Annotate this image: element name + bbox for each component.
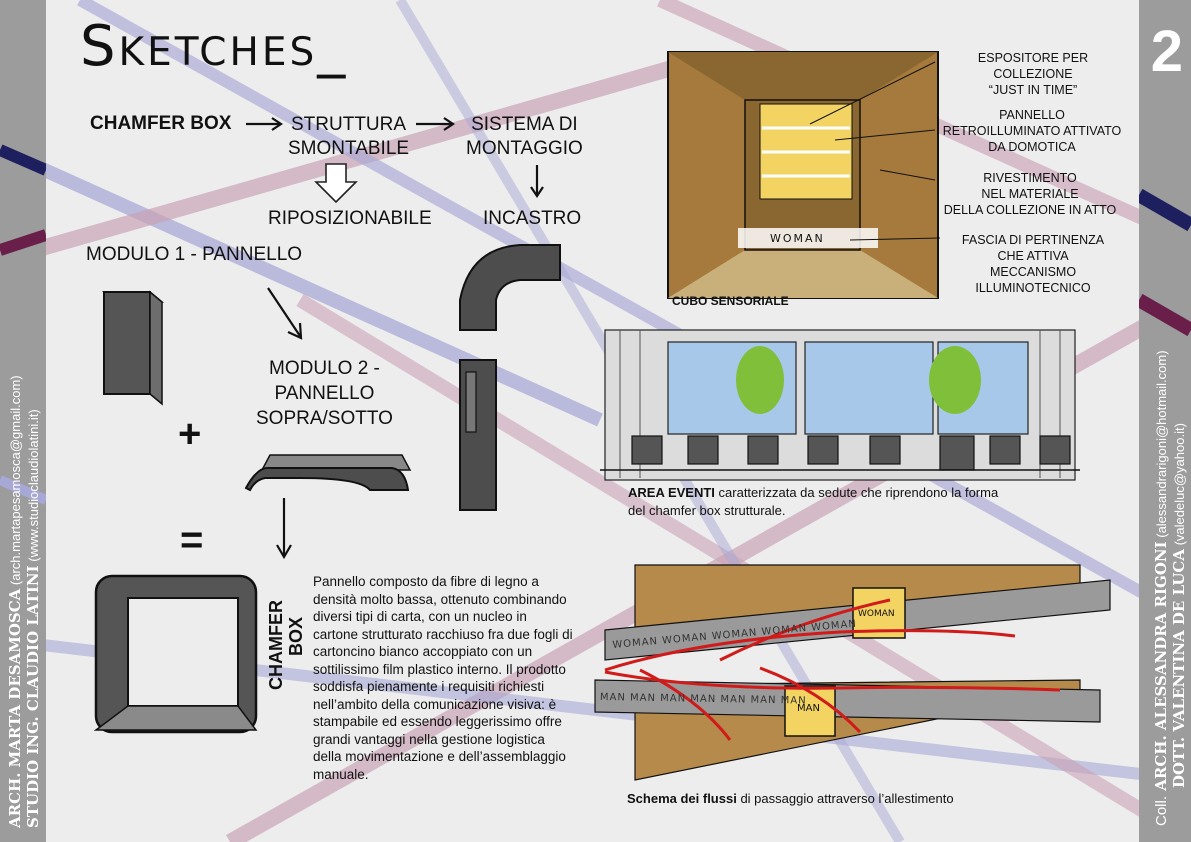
- cubo-sign-text: WOMAN: [770, 232, 825, 245]
- joint-sketch-icon: [459, 244, 561, 511]
- left-credit-bar: [0, 0, 46, 842]
- cubo-label-rivestimento: RIVESTIMENTO NEL MATERIALE DELLA COLLEZI…: [943, 171, 1117, 217]
- area-eventi-caption: AREA EVENTI caratterizzata da sedute che…: [628, 484, 1068, 520]
- cubo-caption: CUBO SENSORIALE: [672, 294, 789, 308]
- modulo-2-line-3: SOPRA/SOTTO: [256, 408, 393, 429]
- flussi-bold: Schema dei flussi: [627, 791, 737, 806]
- panel-description: Pannello composto da fibre di legno a de…: [313, 574, 573, 782]
- chamfer-box-label: CHAMFER BOX: [90, 113, 232, 134]
- struttura-line-1: STRUTTURA: [291, 114, 407, 135]
- flussi-sketch: [594, 564, 1111, 781]
- plus-sign: +: [178, 412, 202, 456]
- sistema-label: SISTEMA DI MONTAGGIO: [466, 113, 583, 161]
- page-number: 2: [1150, 19, 1183, 84]
- chamfer-box-icon: [93, 574, 258, 734]
- flussi-caption: Schema dei flussi di passaggio attravers…: [627, 790, 954, 808]
- cubo-label-pannello: PANNELLO RETROILLUMINATO ATTIVATO DA DOM…: [942, 108, 1122, 154]
- equals-sign: =: [180, 518, 204, 562]
- flussi-box-top-text: WOMAN: [858, 609, 895, 619]
- flussi-text: di passaggio attraverso l’allestimento: [736, 791, 954, 806]
- area-eventi-caption-line-1: AREA EVENTI caratterizzata da sedute che…: [628, 484, 1068, 502]
- sistema-line-1: SISTEMA DI: [471, 114, 578, 135]
- struttura-label: STRUTTURA SMONTABILE: [288, 113, 409, 161]
- module-2-panel-icon: [244, 454, 412, 492]
- right-credit-bar: [1139, 0, 1191, 842]
- area-eventi-text-1: caratterizzata da sedute che riprendono …: [714, 485, 999, 500]
- incastro-label: INCASTRO: [483, 208, 582, 229]
- flussi-box-bottom-text: MAN: [797, 703, 820, 714]
- modulo-2-line-2: PANNELLO: [274, 383, 375, 404]
- modulo-1-label: MODULO 1 - PANNELLO: [86, 244, 303, 265]
- area-eventi-text-2: del chamfer box strutturale.: [628, 503, 786, 518]
- page-title: Sketches_: [80, 14, 349, 79]
- modulo-2-label: MODULO 2 - PANNELLO SOPRA/SOTTO: [256, 356, 393, 431]
- outline-down-arrow-icon: [314, 163, 358, 204]
- flow-arrows: [246, 117, 544, 560]
- area-eventi-bold: AREA EVENTI: [628, 485, 715, 500]
- cubo-sensoriale-sketch: [667, 51, 941, 299]
- struttura-line-2: SMONTABILE: [288, 138, 410, 159]
- area-eventi-sketch: [600, 329, 1080, 481]
- module-1-panel-icon: [101, 290, 165, 406]
- riposizionabile-label: RIPOSIZIONABILE: [268, 208, 432, 229]
- cubo-label-espositore: ESPOSITORE PER COLLEZIONE “JUST IN TIME”: [977, 51, 1089, 97]
- cubo-label-fascia: FASCIA DI PERTINENZA CHE ATTIVA MECCANIS…: [961, 233, 1105, 295]
- modulo-2-line-1: MODULO 2 -: [269, 358, 380, 379]
- sistema-line-2: MONTAGGIO: [466, 138, 583, 159]
